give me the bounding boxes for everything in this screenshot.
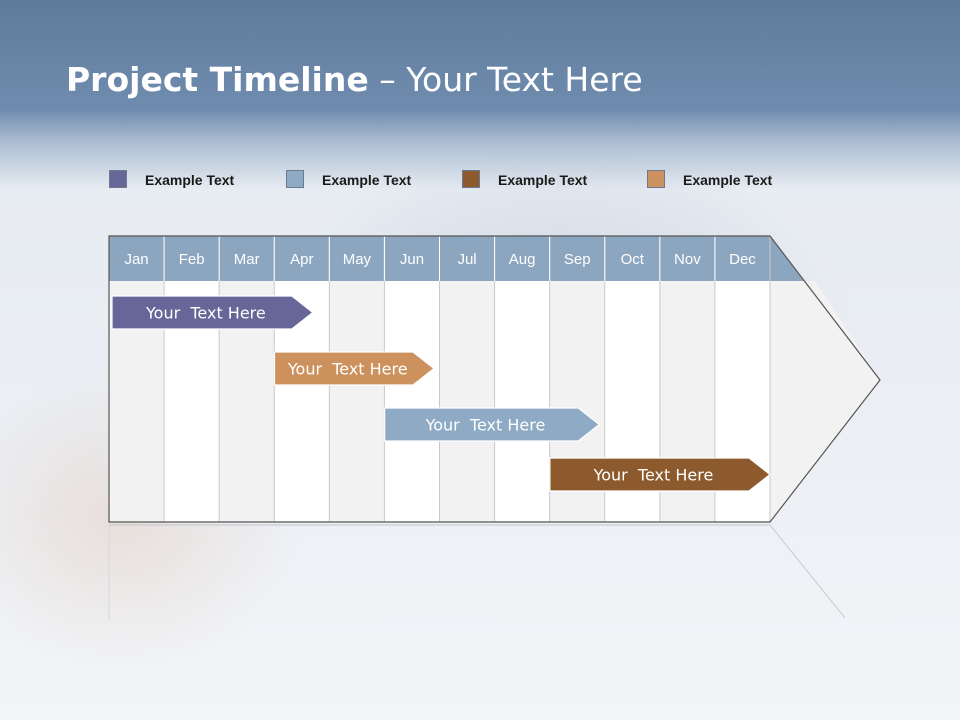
task-bar-label: Your Text Here (593, 466, 714, 485)
month-label: Jan (124, 251, 148, 268)
legend-label: Example Text (498, 172, 588, 188)
month-label: Apr (290, 251, 313, 268)
timeline-arrow-outline (108, 235, 881, 523)
month-header-band (109, 236, 804, 281)
month-label: May (343, 251, 372, 268)
month-label: Mar (234, 251, 260, 268)
title-rest: – Your Text Here (368, 60, 643, 99)
task-bar-label: Your Text Here (287, 360, 408, 379)
title-bold: Project Timeline (66, 60, 369, 99)
legend-swatch (286, 170, 304, 188)
legend-swatch (109, 170, 127, 188)
legend-label: Example Text (145, 172, 235, 188)
slide-title: Project Timeline – Your Text Here (66, 60, 643, 99)
legend-swatch (647, 170, 665, 188)
month-column (494, 281, 550, 522)
month-label: Oct (621, 251, 645, 268)
month-label: Aug (509, 251, 536, 268)
arrow-head-fill (770, 281, 880, 522)
month-label: Nov (674, 251, 701, 268)
month-column (439, 281, 495, 522)
reflection-line (769, 524, 846, 619)
month-label: Feb (179, 251, 205, 268)
month-column (329, 281, 385, 522)
task-bar (384, 407, 601, 442)
month-column (384, 281, 440, 522)
task-bar-label: Your Text Here (145, 304, 266, 323)
task-bar (111, 295, 314, 330)
legend-label: Example Text (322, 172, 412, 188)
month-label: Sep (564, 251, 591, 268)
month-label: Jul (457, 251, 476, 268)
legend-label: Example Text (683, 172, 773, 188)
task-bar-label: Your Text Here (425, 416, 546, 435)
task-bar (273, 351, 435, 386)
month-label: Jun (400, 251, 424, 268)
month-label: Dec (729, 251, 756, 268)
task-bar (549, 457, 771, 492)
legend-swatch (462, 170, 480, 188)
